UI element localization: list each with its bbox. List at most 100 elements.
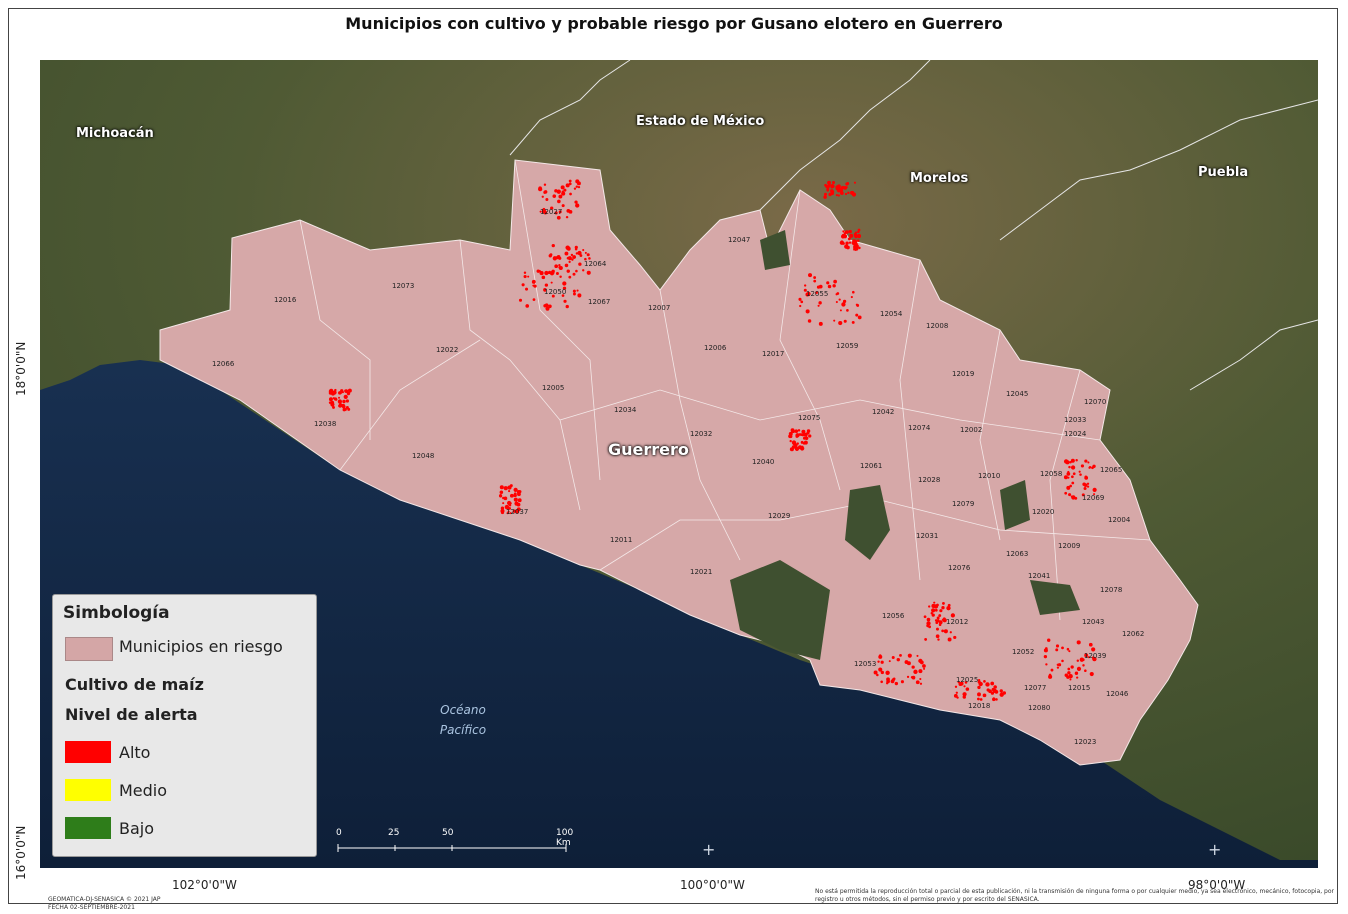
alert-dot [1088,466,1092,469]
alert-dot [1067,476,1070,479]
alert-dot [924,638,928,641]
alert-dot [1055,644,1060,648]
map-title: Municipios con cultivo y probable riesgo… [345,14,1003,33]
alert-dot [538,186,543,192]
alert-dot [502,496,505,500]
alert-dot [551,294,555,298]
municipio-code-12011: 12011 [610,536,633,544]
alert-dot [823,195,827,199]
alert-dot [1056,663,1060,666]
alert-dot [531,279,536,284]
alert-dot [516,507,521,512]
alert-dot [573,187,577,190]
alert-dot [548,304,552,309]
alert-dot [1068,650,1071,653]
alert-dot [558,194,563,199]
alert-dot [1084,669,1087,672]
municipio-code-12079: 12079 [952,500,975,508]
alert-dot [788,431,793,436]
alert-dot [556,215,561,220]
alert-dot [922,664,926,668]
alert-dot [999,692,1004,697]
alert-dot [813,276,817,279]
municipio-code-12038: 12038 [314,420,337,428]
alert-dot [558,210,562,214]
alert-dot [1074,671,1079,675]
alert-dot [888,660,891,663]
municipio-code-12055: 12055 [806,290,829,298]
alert-dot [827,184,831,188]
alert-dot [588,257,591,260]
alert-dot [570,253,574,257]
alert-dot [936,616,940,620]
non-risk-zone [760,230,790,270]
municipio-code-12070: 12070 [1084,398,1107,406]
alert-dot [1087,656,1091,659]
alert-dot [575,203,580,208]
alert-dot [568,260,571,263]
municipio-code-12021: 12021 [690,568,713,576]
alert-dot [578,262,582,266]
scale-label-100: 100 Km [556,828,574,848]
alert-dot [934,608,938,612]
alert-dot [517,492,521,497]
alert-dot [513,492,517,496]
alert-dot [568,182,572,186]
municipio-code-12047: 12047 [728,236,751,244]
alert-dot [941,606,945,610]
alert-dot [923,667,926,670]
alert-dot [931,613,935,617]
alert-dot [964,681,968,684]
alert-dot [1055,648,1059,652]
alert-dot [565,215,569,219]
alert-dot [938,614,942,617]
legend-label-nivel: Nivel de alerta [65,705,198,724]
alert-dot [792,442,796,446]
alert-dot [1065,460,1070,465]
alert-dot [880,670,884,675]
legend-label-alto: Alto [119,743,151,762]
lon-label-98: 98°0'0"W [1188,878,1246,892]
alert-dot [566,269,570,273]
municipio-code-12034: 12034 [614,406,637,414]
graticule-cross: + [1208,840,1222,859]
alert-dot [849,233,854,238]
alert-dot [1084,459,1088,463]
alert-dot [1070,495,1073,498]
alert-dot [334,388,337,392]
map-credit: GEOMATICA-DJ-SENASICA © 2021 JAP FECHA 0… [48,896,161,912]
municipio-code-12031: 12031 [916,532,939,540]
alert-dot [827,284,832,289]
alert-dot [342,399,346,404]
alert-dot [575,179,580,184]
alert-dot [518,298,523,302]
alert-dot [1056,666,1060,669]
alert-dot [332,397,335,400]
alert-dot [995,698,998,701]
alert-dot [555,271,559,275]
alert-dot [577,185,581,189]
alert-dot [918,658,923,664]
municipio-code-12043: 12043 [1082,618,1105,626]
alert-dot [841,302,846,307]
alert-dot [574,200,578,204]
alert-dot [509,484,513,488]
alert-dot [858,234,861,237]
alert-dot [913,669,918,674]
legend-swatch-alto [65,741,111,763]
alert-dot [789,439,792,443]
alert-dot [823,192,828,196]
municipio-code-12048: 12048 [412,452,435,460]
alert-dot [803,288,807,292]
alert-dot [328,397,333,402]
alert-dots-alto [328,179,1097,702]
municipio-code-12053: 12053 [854,660,877,668]
alert-dot [789,434,793,439]
alert-dot [1091,647,1096,652]
municipio-code-12041: 12041 [1028,572,1051,580]
alert-dot [568,179,572,183]
alert-dot [508,507,511,510]
alert-dot [1086,482,1090,485]
alert-dot [935,634,940,639]
municipio-code-12010: 12010 [978,472,1001,480]
